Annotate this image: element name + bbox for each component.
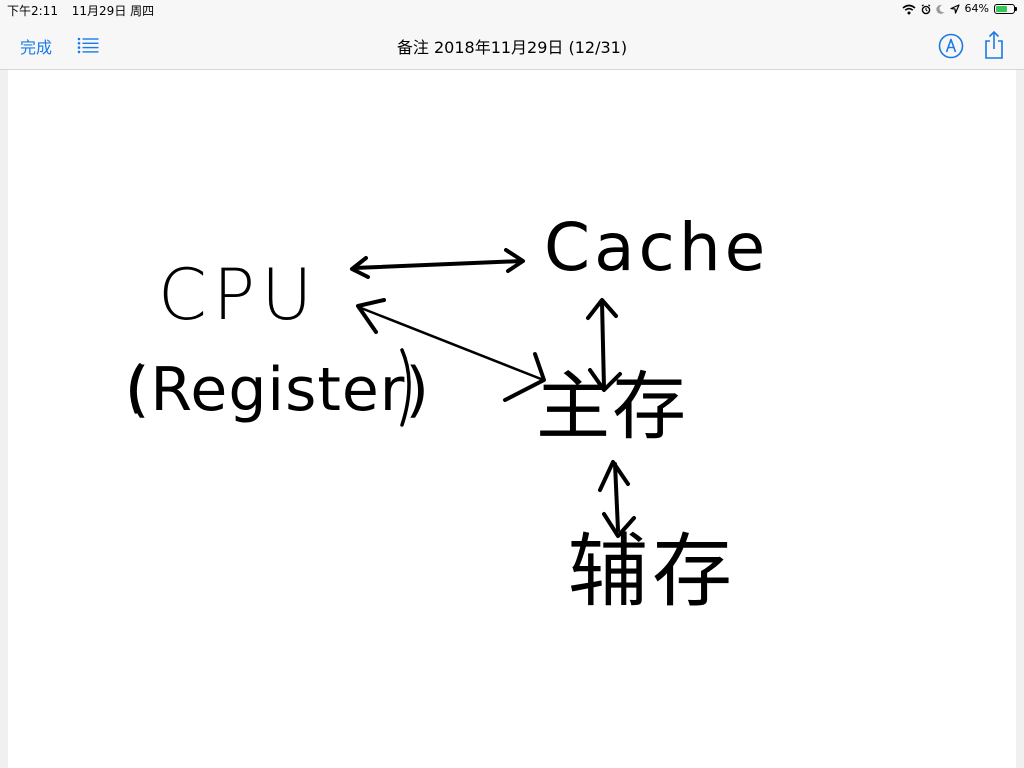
arrow-cache-main-top-head xyxy=(586,298,618,320)
document-page[interactable]: CPU (Register) Cache 主存 辅存 xyxy=(8,70,1016,768)
register-close-paren xyxy=(400,348,411,427)
arrow-main-aux-top-head xyxy=(598,460,630,492)
battery-cap xyxy=(1015,7,1017,11)
document-frame: CPU (Register) Cache 主存 辅存 xyxy=(0,70,1024,768)
arrow-cpu-main-right-head xyxy=(503,352,546,402)
arrow-cpu-main xyxy=(359,306,543,381)
register-label: (Register) xyxy=(126,355,430,425)
arrow-main-aux-bottom-head xyxy=(602,512,636,538)
arrow-cpu-main-left-head xyxy=(356,298,386,334)
markup-icon[interactable] xyxy=(938,33,964,59)
battery-percent: 64% xyxy=(964,2,989,15)
alarm-icon xyxy=(921,3,930,14)
arrow-cpu-cache-right-head xyxy=(504,248,525,273)
status-bar: 下午2:11 11月29日 周四 64% xyxy=(0,0,1024,20)
share-icon[interactable] xyxy=(983,30,1005,60)
battery-fill xyxy=(996,6,1007,12)
arrow-cache-main xyxy=(600,300,606,390)
aux-memory-label: 辅存 xyxy=(568,525,736,618)
register-open-paren xyxy=(130,363,142,414)
arrow-cache-main-bottom-head xyxy=(588,368,622,392)
arrow-cpu-cache xyxy=(352,259,524,270)
cpu-label: CPU xyxy=(158,254,319,336)
arrow-cpu-cache-left-head xyxy=(350,256,370,279)
wifi-icon xyxy=(902,4,916,14)
list-icon[interactable] xyxy=(77,36,99,54)
battery-icon xyxy=(994,4,1017,14)
page-title: 备注 2018年11月29日 (12/31) xyxy=(396,38,628,57)
status-time: 下午2:11 xyxy=(7,4,58,18)
arrow-main-aux xyxy=(613,462,620,532)
location-icon xyxy=(949,4,960,14)
status-date: 11月29日 周四 xyxy=(71,4,155,18)
nav-bar: 完成 备注 2018年11月29日 (12/31) xyxy=(0,20,1024,70)
status-right: 64% xyxy=(902,2,1017,16)
status-left: 下午2:11 11月29日 周四 xyxy=(7,2,164,19)
cache-label: Cache xyxy=(544,209,770,286)
main-memory-label: 主存 xyxy=(536,364,688,450)
moon-icon xyxy=(935,4,945,14)
done-button[interactable]: 完成 xyxy=(20,38,53,57)
handwriting-canvas xyxy=(130,248,636,538)
battery-body xyxy=(994,4,1015,14)
